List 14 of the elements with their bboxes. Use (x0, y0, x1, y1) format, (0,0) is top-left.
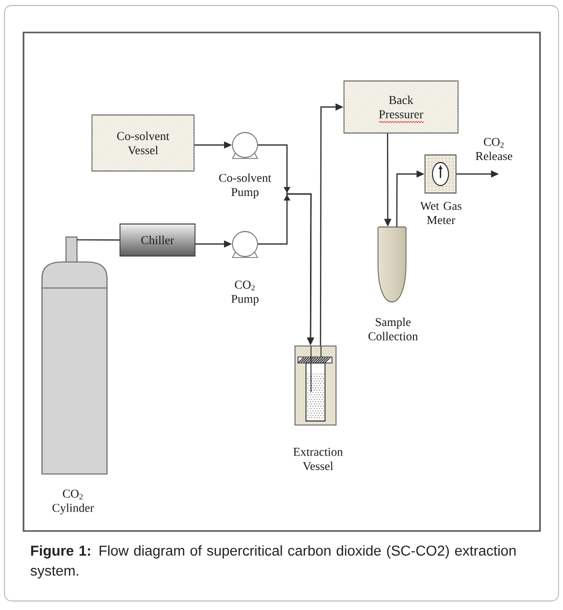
equipment-label: Sample Collection (368, 318, 418, 340)
box-label: Back Pressurer (379, 96, 424, 118)
box-label: Co-solvent Vessel (117, 132, 170, 154)
equipment-label: Extraction Vessel (293, 448, 343, 470)
equipment-box (344, 80, 458, 134)
box-label: Chiller (141, 236, 174, 244)
equipment-label: CO$_{2}$ Pump (231, 280, 259, 306)
caption: Figure 1: Flow diagram of supercritical carbon dioxide (SC-CO2) extraction system. (30, 545, 516, 579)
edge-label: CO$_{2}$ Release (468, 136, 520, 162)
equipment-label: Co-solvent Pump (219, 173, 272, 199)
connector-line (76, 239, 120, 241)
equipment-label: Wet Gas Meter (420, 202, 462, 224)
equipment-label: CO$_{2}$ Cylinder (52, 490, 94, 514)
equipment-box (92, 114, 194, 172)
